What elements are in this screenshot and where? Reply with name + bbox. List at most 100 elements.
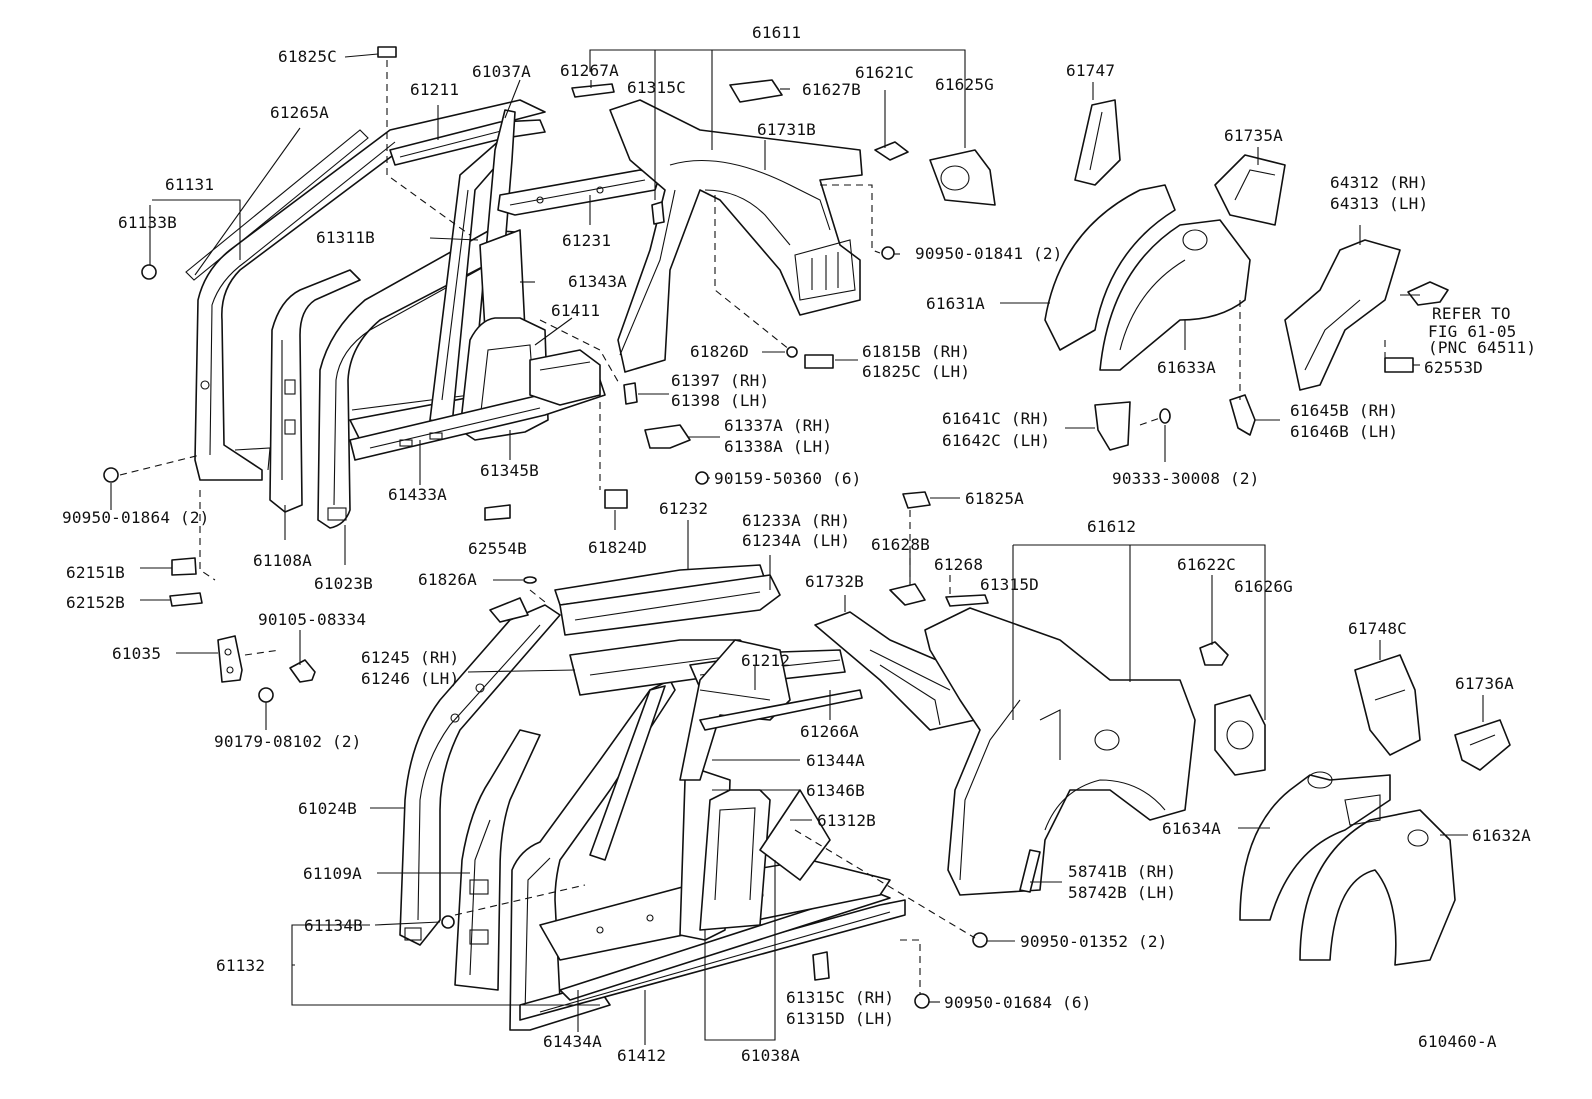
callout-61412[interactable]: 61412	[617, 1046, 666, 1065]
callout-61131[interactable]: 61131	[165, 175, 214, 194]
callout-58742B[interactable]: 58742B (LH)	[1068, 883, 1176, 902]
callout-61632A[interactable]: 61632A	[1472, 826, 1531, 845]
callout-61343A[interactable]: 61343A	[568, 272, 627, 291]
part-90950-01841-plug	[881, 246, 895, 260]
part-58741B-seal	[1019, 849, 1041, 893]
callout-61108A[interactable]: 61108A	[253, 551, 312, 570]
diagram-id: 610460-A	[1418, 1032, 1497, 1051]
callout-90159-50360[interactable]: 90159-50360 (6)	[714, 469, 862, 488]
callout-61434A[interactable]: 61434A	[543, 1032, 602, 1051]
callout-61825A[interactable]: 61825A	[965, 489, 1024, 508]
callout-61732B[interactable]: 61732B	[805, 572, 864, 591]
callout-90179-08102[interactable]: 90179-08102 (2)	[214, 732, 362, 751]
callout-61346B[interactable]: 61346B	[806, 781, 865, 800]
callout-61132[interactable]: 61132	[216, 956, 265, 975]
callout-61631A[interactable]: 61631A	[926, 294, 985, 313]
callout-90105-08334[interactable]: 90105-08334	[258, 610, 366, 629]
callout-61825C-top[interactable]: 61825C	[278, 47, 337, 66]
callout-61411[interactable]: 61411	[551, 301, 600, 320]
callout-90333-30008[interactable]: 90333-30008 (2)	[1112, 469, 1260, 488]
callout-61398[interactable]: 61398 (LH)	[671, 391, 769, 410]
callout-90950-01684[interactable]: 90950-01684 (6)	[944, 993, 1092, 1012]
callout-61625G[interactable]: 61625G	[935, 75, 994, 94]
callout-61621C[interactable]: 61621C	[855, 63, 914, 82]
callout-61633A[interactable]: 61633A	[1157, 358, 1216, 377]
callout-61266A[interactable]: 61266A	[800, 722, 859, 741]
callout-90950-01864[interactable]: 90950-01864 (2)	[62, 508, 210, 527]
callout-64313[interactable]: 64313 (LH)	[1330, 194, 1428, 213]
callout-61315D-lh[interactable]: 61315D (LH)	[786, 1009, 894, 1028]
callout-61815B[interactable]: 61815B (RH)	[862, 342, 970, 361]
callout-61634A[interactable]: 61634A	[1162, 819, 1221, 838]
callout-90950-01841[interactable]: 90950-01841 (2)	[915, 244, 1063, 263]
callout-62553D[interactable]: 62553D	[1424, 358, 1483, 377]
part-61645B-bracket	[1229, 394, 1256, 436]
callout-61397[interactable]: 61397 (RH)	[671, 371, 769, 390]
callout-61735A[interactable]: 61735A	[1224, 126, 1283, 145]
callout-61315C-rh[interactable]: 61315C (RH)	[786, 988, 894, 1007]
callout-90950-01352[interactable]: 90950-01352 (2)	[1020, 932, 1168, 951]
callout-62152B[interactable]: 62152B	[66, 593, 125, 612]
callout-61646B[interactable]: 61646B (LH)	[1290, 422, 1398, 441]
callout-61641C[interactable]: 61641C (RH)	[942, 409, 1050, 428]
callout-61826A[interactable]: 61826A	[418, 570, 477, 589]
callout-61731B[interactable]: 61731B	[757, 120, 816, 139]
callout-61433A[interactable]: 61433A	[388, 485, 447, 504]
callout-61315C-top[interactable]: 61315C	[627, 78, 686, 97]
part-61397-bracket	[623, 382, 638, 405]
callout-62151B[interactable]: 62151B	[66, 563, 125, 582]
part-64312-panel	[1284, 239, 1401, 391]
callout-61344A[interactable]: 61344A	[806, 751, 865, 770]
callout-61246[interactable]: 61246 (LH)	[361, 669, 459, 688]
callout-61038A[interactable]: 61038A	[741, 1046, 800, 1065]
callout-61824D[interactable]: 61824D	[588, 538, 647, 557]
callout-61747[interactable]: 61747	[1066, 61, 1115, 80]
callout-61134B[interactable]: 61134B	[304, 916, 363, 935]
callout-61826D[interactable]: 61826D	[690, 342, 749, 361]
callout-61234A[interactable]: 61234A (LH)	[742, 531, 850, 550]
part-62554B-pad	[484, 504, 511, 521]
callout-62554B[interactable]: 62554B	[468, 539, 527, 558]
callout-61211[interactable]: 61211	[410, 80, 459, 99]
callout-61265A[interactable]: 61265A	[270, 103, 329, 122]
callout-61268[interactable]: 61268	[934, 555, 983, 574]
callout-61245[interactable]: 61245 (RH)	[361, 648, 459, 667]
callout-61612[interactable]: 61612	[1087, 517, 1136, 536]
part-quarter-panel-upper	[609, 99, 863, 373]
callout-61736A[interactable]: 61736A	[1455, 674, 1514, 693]
part-center-pillar-inner	[269, 269, 361, 513]
part-61626G-housing	[1214, 694, 1266, 776]
callout-61748C[interactable]: 61748C	[1348, 619, 1407, 638]
callout-61345B[interactable]: 61345B	[480, 461, 539, 480]
callout-61611[interactable]: 61611	[752, 23, 801, 42]
callout-64312[interactable]: 64312 (RH)	[1330, 173, 1428, 192]
callout-61311B[interactable]: 61311B	[316, 228, 375, 247]
callout-61231[interactable]: 61231	[562, 231, 611, 250]
callout-61337A[interactable]: 61337A (RH)	[724, 416, 832, 435]
callout-58741B[interactable]: 58741B (RH)	[1068, 862, 1176, 881]
callout-61626G[interactable]: 61626G	[1234, 577, 1293, 596]
callout-61035[interactable]: 61035	[112, 644, 161, 663]
callout-61627B[interactable]: 61627B	[802, 80, 861, 99]
callout-61628B[interactable]: 61628B	[871, 535, 930, 554]
callout-61312B[interactable]: 61312B	[817, 811, 876, 830]
callout-61338A[interactable]: 61338A (LH)	[724, 437, 832, 456]
part-61337A-bracket	[644, 424, 691, 449]
callout-61622C[interactable]: 61622C	[1177, 555, 1236, 574]
callout-61133B[interactable]: 61133B	[118, 213, 177, 232]
callout-61825C-lh[interactable]: 61825C (LH)	[862, 362, 970, 381]
callout-61023B[interactable]: 61023B	[314, 574, 373, 593]
callout-61233A[interactable]: 61233A (RH)	[742, 511, 850, 530]
callout-61642C[interactable]: 61642C (LH)	[942, 431, 1050, 450]
part-roof-rail-lower	[554, 564, 846, 696]
callout-61315D-top[interactable]: 61315D	[980, 575, 1039, 594]
callout-61109A[interactable]: 61109A	[303, 864, 362, 883]
callout-61037A[interactable]: 61037A	[472, 62, 531, 81]
callout-61645B[interactable]: 61645B (RH)	[1290, 401, 1398, 420]
callout-61232[interactable]: 61232	[659, 499, 708, 518]
callout-61212[interactable]: 61212	[741, 651, 790, 670]
part-61748C-bracket	[1354, 654, 1421, 756]
callout-61267A[interactable]: 61267A	[560, 61, 619, 80]
callout-61024B[interactable]: 61024B	[298, 799, 357, 818]
